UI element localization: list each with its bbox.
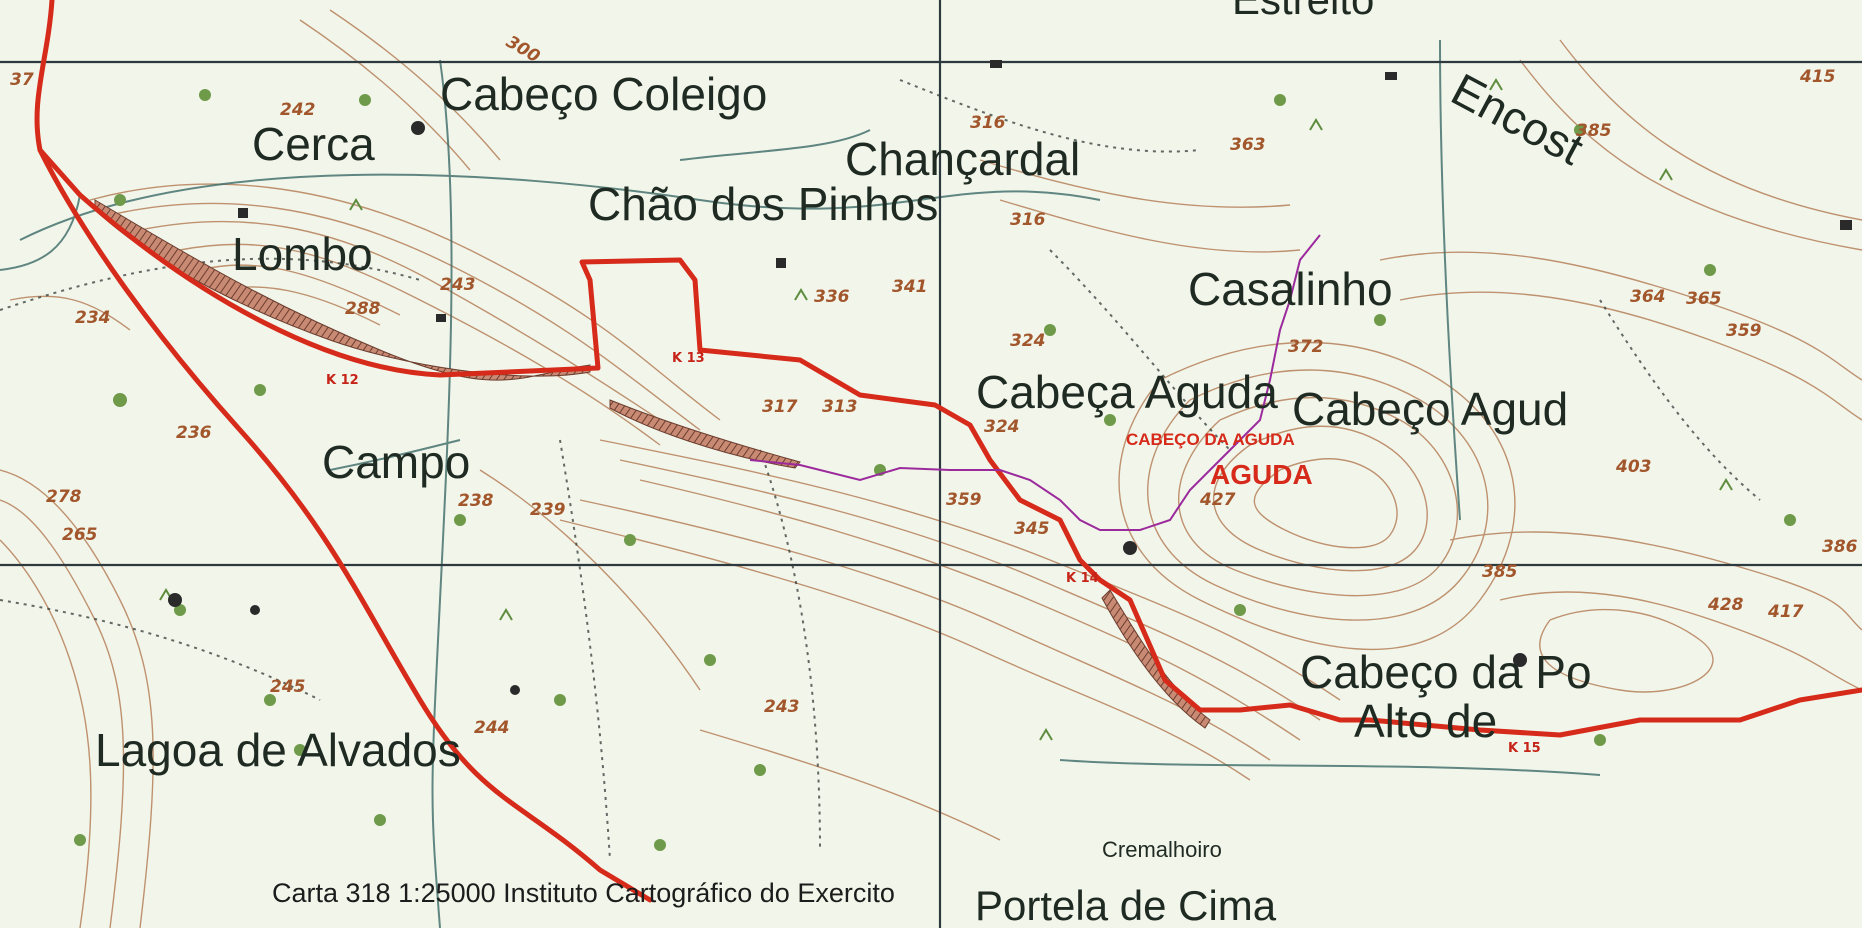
spot-height: 234: [75, 308, 111, 328]
place-label: Cabeço da Po: [1300, 646, 1592, 698]
spot-height: 385: [1576, 121, 1612, 141]
streams-and-tracks: [0, 39, 1601, 928]
escarpment-campo: [609, 399, 801, 469]
spot-height: 417: [1767, 602, 1804, 622]
spot-height: 317: [762, 397, 798, 417]
spot-height: 372: [1288, 337, 1324, 357]
spot-height: 238: [458, 491, 494, 511]
km-marker: K 12: [326, 373, 359, 388]
spot-height: 428: [1707, 595, 1744, 615]
spot-height: 245: [270, 677, 306, 697]
spot-height: 236: [176, 423, 212, 443]
spot-height: 324: [984, 417, 1020, 437]
place-label: Chançardal: [845, 133, 1080, 185]
spot-height: 239: [530, 500, 566, 520]
spot-heights: 37 242 300 316 363 385 415 316 243 288 3…: [10, 32, 1858, 738]
spot-height: 365: [1686, 289, 1722, 309]
place-label: Campo: [322, 436, 470, 488]
spot-height: 345: [1014, 519, 1050, 539]
place-label: Cerca: [252, 118, 375, 170]
dotted-paths: [0, 79, 1761, 861]
spot-height: 359: [946, 490, 982, 510]
km-marker: K 13: [672, 351, 705, 366]
spot-height: 288: [345, 299, 381, 319]
spot-height: 403: [1615, 457, 1652, 477]
place-label: Encost: [1443, 63, 1592, 175]
place-label: Alto de: [1354, 695, 1497, 747]
place-label: Cremalhoiro: [1102, 837, 1222, 862]
spot-height: 363: [1230, 135, 1266, 155]
place-label: Portela de Cima: [975, 882, 1277, 928]
spot-height: 316: [1010, 210, 1046, 230]
place-label: Lombo: [232, 228, 373, 280]
place-label: Cabeço Agud: [1292, 383, 1568, 435]
spot-height: 243: [764, 697, 800, 717]
summit-label: AGUDA: [1210, 459, 1313, 490]
spot-height: 336: [814, 287, 850, 307]
map-caption: Carta 318 1:25000 Instituto Cartográfico…: [272, 878, 895, 908]
spot-height: 243: [440, 275, 476, 295]
escarpment-portela: [1101, 589, 1211, 729]
spot-height: 341: [892, 277, 928, 297]
building-symbols: [168, 60, 1852, 695]
place-label: Cabeço Coleigo: [440, 68, 767, 120]
spot-height: 265: [62, 525, 98, 545]
spot-height: 242: [280, 100, 316, 120]
spot-height: 385: [1482, 562, 1518, 582]
place-label: Lagoa de Alvados: [95, 724, 461, 776]
spot-height: 386: [1822, 537, 1858, 557]
spot-height: 324: [1010, 331, 1046, 351]
km-marker: K 14: [1066, 571, 1099, 586]
place-label: Casalinho: [1188, 263, 1393, 315]
summit-label: CABEÇO DA AGUDA: [1126, 430, 1295, 449]
escarpment-lombo: [94, 199, 591, 381]
place-label: Cabeça Aguda: [976, 366, 1278, 418]
spot-height: 278: [46, 487, 82, 507]
spot-height: 316: [970, 113, 1006, 133]
place-label: Chão dos Pinhos: [588, 178, 938, 230]
spot-height: 415: [1799, 67, 1836, 87]
km-markers: K 12 K 13 K 14 K 15: [326, 351, 1541, 756]
gps-track: [749, 234, 1321, 531]
spot-height: 427: [1199, 490, 1236, 510]
red-route: [34, 0, 1862, 903]
spot-height: 313: [822, 397, 858, 417]
place-label: Estreito: [1232, 0, 1374, 23]
spot-height: 244: [474, 718, 510, 738]
km-marker: K 15: [1508, 741, 1541, 756]
spot-height: 37: [10, 70, 34, 90]
spot-height: 359: [1726, 321, 1762, 341]
spot-height: 364: [1630, 287, 1666, 307]
